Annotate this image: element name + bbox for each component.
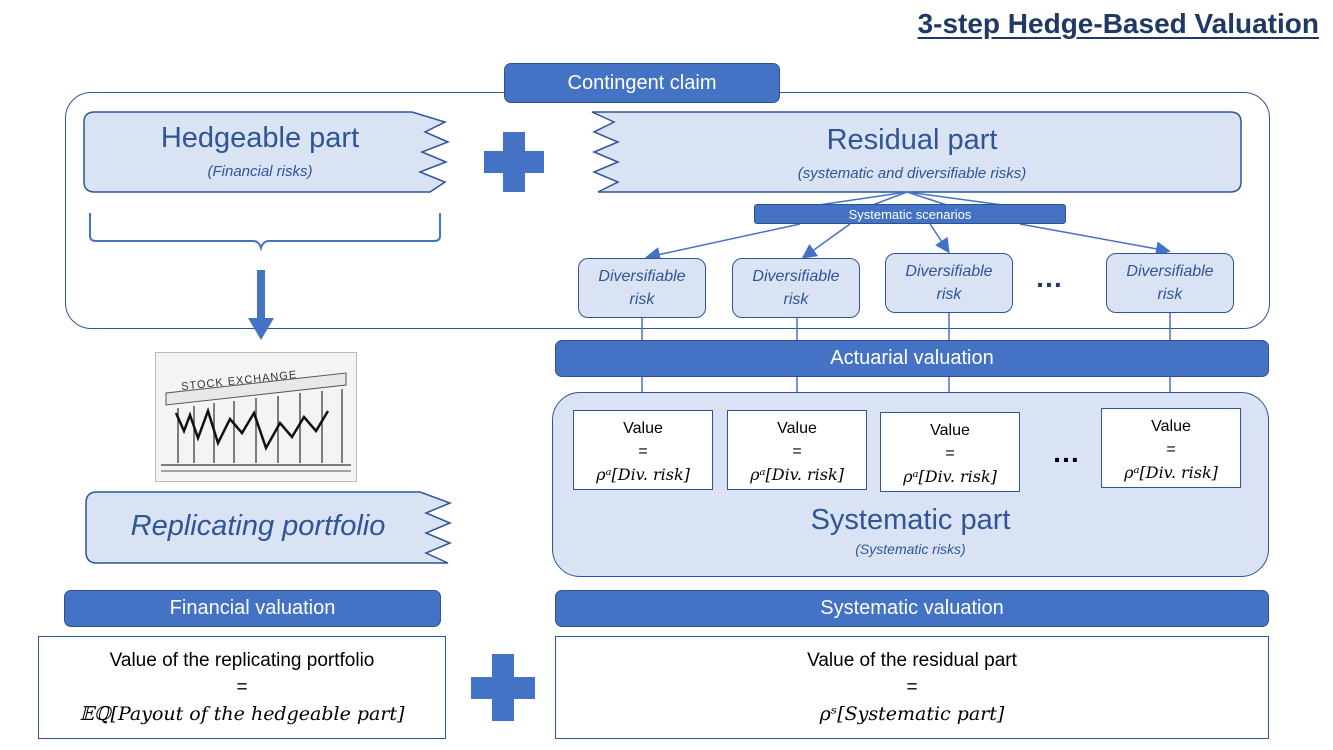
systematic-part-title: Systematic part [810, 504, 1011, 536]
value-box: Value= ρᵃ[Div. risk] [880, 412, 1020, 492]
financial-result-box: Value of the replicating portfolio = 𝔼ℚ[… [38, 636, 446, 739]
systematic-result-box: Value of the residual part = ρˢ[Systemat… [555, 636, 1269, 739]
systematic-scenarios-label: Systematic scenarios [754, 204, 1066, 224]
page-title: 3-step Hedge-Based Valuation [917, 8, 1319, 39]
actuarial-valuation-label: Actuarial valuation [555, 340, 1269, 377]
systematic-result-formula: ρˢ[Systematic part] [819, 703, 1005, 725]
residual-part-shape [591, 111, 1242, 193]
ellipsis-top: … [1035, 262, 1063, 293]
value-box: Value= ρᵃ[Div. risk] [573, 410, 713, 490]
hedgeable-subtitle: (Financial risks) [207, 163, 313, 180]
financial-result-formula: 𝔼ℚ[Payout of the hedgeable part] [79, 703, 405, 725]
replicating-portfolio-shape [85, 491, 453, 564]
plus-icon-bottom [471, 654, 535, 721]
residual-title: Residual part [826, 124, 998, 156]
replicating-portfolio-label: Replicating portfolio [130, 510, 386, 542]
brace [89, 213, 441, 252]
systematic-valuation-label: Systematic valuation [555, 590, 1269, 627]
down-arrow-shaft [257, 270, 265, 318]
plus-icon [484, 132, 544, 192]
stock-exchange-image: STOCK EXCHANGE [155, 352, 357, 482]
ellipsis-bottom: … [1052, 437, 1080, 468]
contingent-claim-label: Contingent claim [504, 63, 780, 103]
residual-subtitle: (systematic and diversifiable risks) [797, 165, 1027, 182]
financial-result-line1: Value of the replicating portfolio [109, 650, 375, 671]
hedgeable-part-shape [83, 111, 450, 193]
value-box: Value= ρᵃ[Div. risk] [727, 410, 867, 490]
systematic-result-eq: = [906, 677, 918, 698]
financial-result-eq: = [236, 677, 248, 698]
down-arrow-head [248, 318, 274, 340]
systematic-result-line1: Value of the residual part [807, 650, 1017, 671]
systematic-part-subtitle: (Systematic risks) [855, 541, 966, 557]
hedgeable-title: Hedgeable part [160, 122, 360, 154]
value-box: Value= ρᵃ[Div. risk] [1101, 408, 1241, 488]
financial-valuation-label: Financial valuation [64, 590, 441, 627]
